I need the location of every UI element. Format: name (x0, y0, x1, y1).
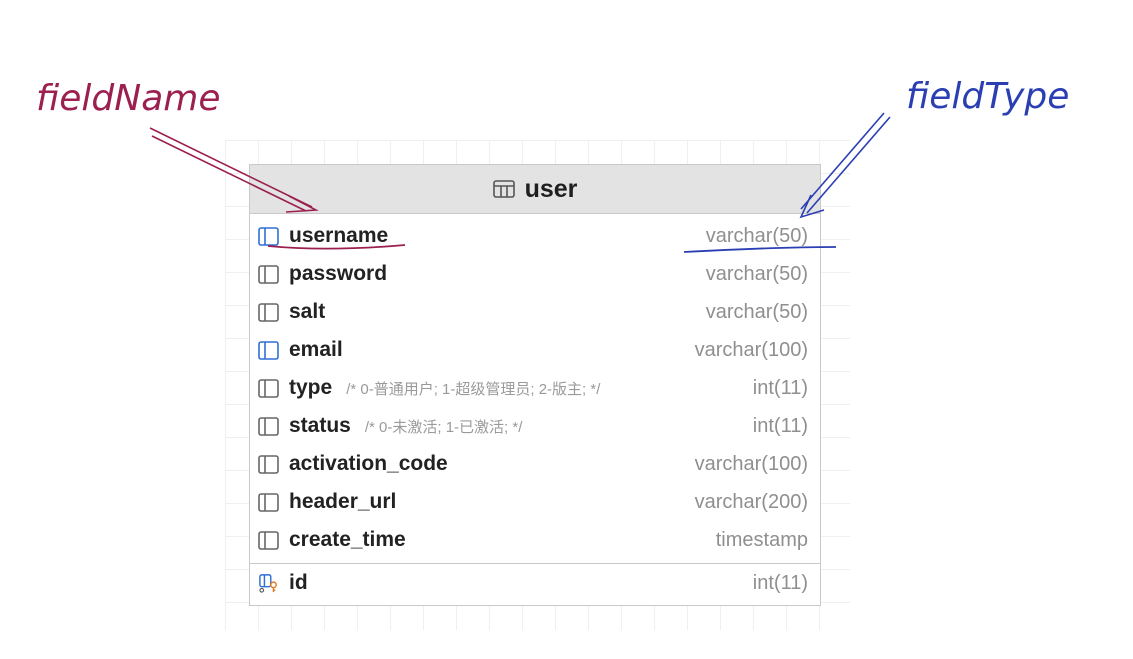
column-icon (258, 530, 279, 550)
column-icon (258, 226, 279, 246)
field-row-id[interactable]: id int(11) (250, 564, 820, 602)
field-type: varchar(50) (705, 262, 808, 285)
field-type: timestamp (715, 528, 808, 551)
field-comment: /* 0-未激活; 1-已激活; */ (364, 418, 523, 436)
field-name: salt (289, 300, 326, 323)
user-table[interactable]: user username varchar(50) password varchar(… (249, 164, 821, 606)
column-icon (258, 416, 279, 436)
field-type: varchar(100) (694, 452, 808, 475)
key-list: id int(11) (250, 564, 820, 602)
field-name: username (289, 224, 389, 247)
column-icon (258, 454, 279, 474)
field-row-activation_code[interactable]: activation_code varchar(100) (250, 445, 820, 483)
primary-key-icon (259, 573, 277, 593)
field-row-status[interactable]: status /* 0-未激活; 1-已激活; */ int(11) (250, 407, 820, 445)
field-name: header_url (289, 490, 397, 513)
table-name: user (524, 174, 578, 203)
field-row-salt[interactable]: salt varchar(50) (250, 293, 820, 331)
field-type: varchar(100) (694, 338, 808, 361)
field-name: type (289, 376, 333, 399)
field-type: varchar(50) (705, 300, 808, 323)
field-type-annotation: fieldType (906, 76, 1070, 117)
field-type: varchar(200) (694, 490, 808, 513)
field-row-password[interactable]: password varchar(50) (250, 255, 820, 293)
key-divider (250, 563, 820, 564)
field-row-email[interactable]: email varchar(100) (250, 331, 820, 369)
table-icon (492, 180, 515, 198)
field-name: password (289, 262, 388, 285)
table-header[interactable]: user (250, 165, 820, 214)
field-type: varchar(50) (705, 224, 808, 247)
field-row-type[interactable]: type /* 0-普通用户; 1-超级管理员; 2-版主; */ int(11) (250, 369, 820, 407)
column-icon (258, 302, 279, 322)
field-name: create_time (289, 528, 406, 551)
field-name: activation_code (289, 452, 448, 475)
column-icon (258, 264, 279, 284)
field-comment: /* 0-普通用户; 1-超级管理员; 2-版主; */ (346, 380, 601, 398)
column-icon (258, 340, 279, 360)
field-name: id (289, 571, 308, 594)
column-icon (258, 492, 279, 512)
field-row-username[interactable]: username varchar(50) (250, 217, 820, 255)
field-row-create_time[interactable]: create_time timestamp (250, 521, 820, 559)
field-type: int(11) (752, 414, 808, 437)
field-row-header_url[interactable]: header_url varchar(200) (250, 483, 820, 521)
field-name-annotation: fieldName (36, 78, 221, 119)
field-name: email (289, 338, 343, 361)
field-type: int(11) (752, 571, 808, 594)
field-type: int(11) (752, 376, 808, 399)
column-icon (258, 378, 279, 398)
field-name: status (289, 414, 351, 437)
